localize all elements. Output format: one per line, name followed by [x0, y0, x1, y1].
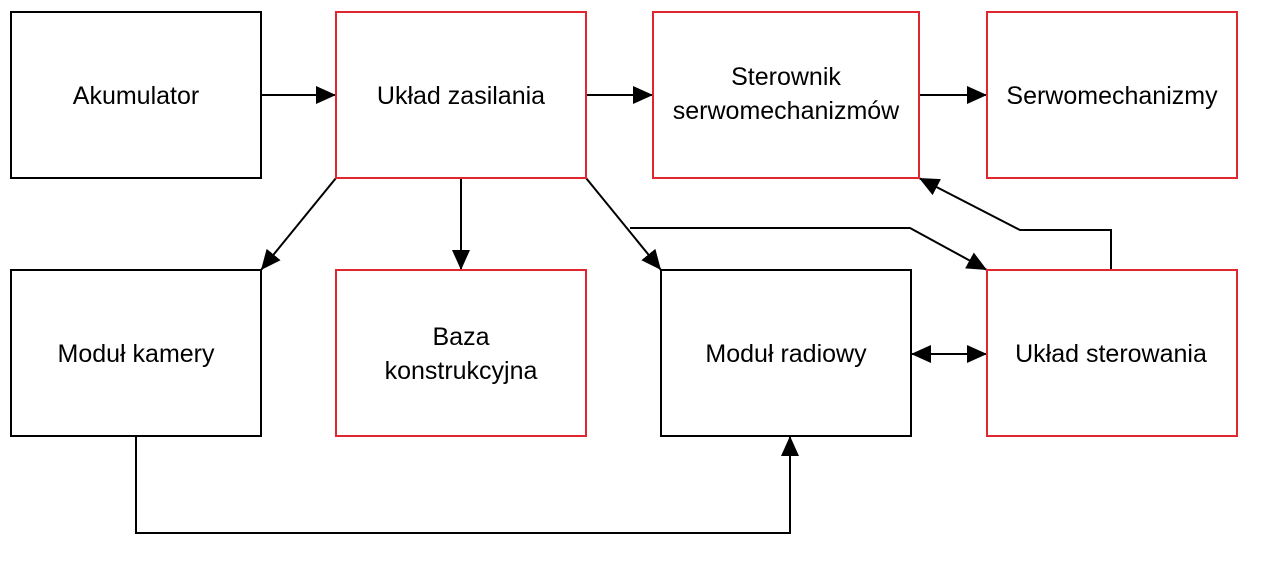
block-uklad-zasilania-label: Układ zasilania [377, 82, 545, 110]
block-baza-label-line2: konstrukcyjna [385, 357, 538, 385]
block-baza-konstrukcyjna: Baza konstrukcyjna [335, 269, 587, 437]
connectors [135, 86, 1112, 534]
block-serwomechanizmy-label: Serwomechanizmy [1006, 82, 1218, 110]
block-modul-kamery-label: Moduł kamery [58, 340, 215, 368]
block-baza-border [335, 269, 587, 437]
block-modul-radiowy-border [660, 269, 912, 437]
block-baza-label-line1: Baza [433, 323, 490, 351]
block-uklad-sterowania: Układ sterowania [986, 269, 1238, 437]
arrow-uklad-zasilania-to-uklad-sterowania [630, 227, 988, 271]
block-sterownik-serwomechanizmow: Sterownik serwomechanizmów [652, 11, 920, 179]
block-uklad-sterowania-border [986, 269, 1238, 437]
arrow-uklad-zasilania-to-modul-kamery [260, 177, 337, 271]
block-sterownik-border [652, 11, 920, 179]
block-akumulator-border [10, 11, 262, 179]
arrow-modul-kamery-to-modul-radiowy [135, 436, 799, 534]
block-serwomechanizmy-border [986, 11, 1238, 179]
block-modul-radiowy: Moduł radiowy [660, 269, 912, 437]
block-uklad-sterowania-label: Układ sterowania [1015, 340, 1207, 368]
block-sterownik-label-line2: serwomechanizmów [673, 97, 900, 125]
block-serwomechanizmy: Serwomechanizmy [986, 11, 1238, 179]
block-modul-radiowy-label: Moduł radiowy [705, 340, 867, 368]
arrow-uklad-sterowania-to-sterownik [918, 177, 1112, 270]
block-modul-kamery: Moduł kamery [10, 269, 262, 437]
block-modul-kamery-border [10, 269, 262, 437]
block-akumulator-label: Akumulator [73, 82, 199, 110]
block-sterownik-label-line1: Sterownik [731, 63, 841, 91]
block-uklad-zasilania: Układ zasilania [335, 11, 587, 179]
block-akumulator: Akumulator [10, 11, 262, 179]
arrow-uklad-zasilania-to-modul-radiowy [585, 177, 662, 271]
block-uklad-zasilania-border [335, 11, 587, 179]
